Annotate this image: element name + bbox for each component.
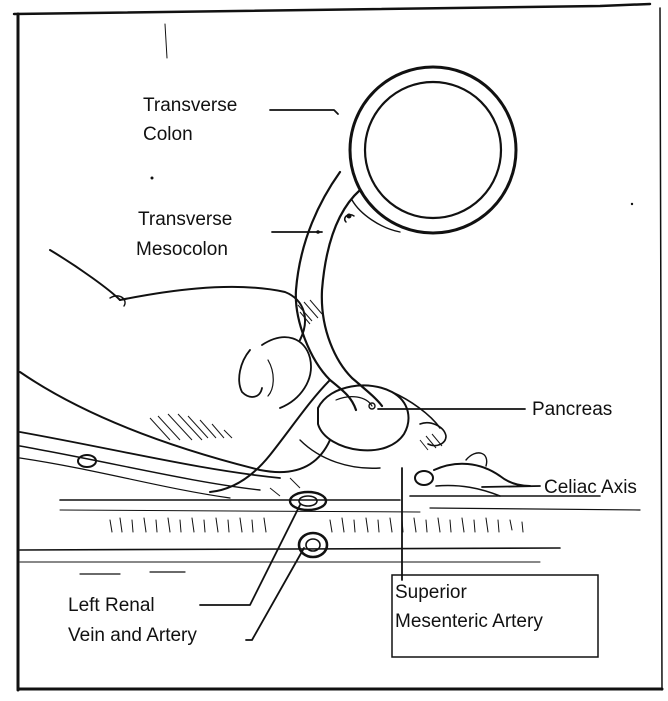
- label-celiac-axis: Celiac Axis: [544, 477, 637, 498]
- label-transverse-mesocolon-1: Transverse: [138, 209, 232, 230]
- transverse-colon: [350, 67, 516, 233]
- celiac-axis-vessel: [415, 453, 530, 496]
- label-sma-2: Mesenteric Artery: [395, 611, 543, 632]
- posterior-wall: [20, 432, 640, 574]
- label-left-renal-1: Left Renal: [68, 595, 155, 616]
- figure-frame: [14, 4, 662, 690]
- label-transverse-colon-2: Colon: [143, 124, 193, 145]
- label-left-renal-2: Vein and Artery: [68, 625, 197, 646]
- left-renal-vessels: [78, 455, 327, 557]
- label-transverse-mesocolon-2: Mesocolon: [136, 239, 228, 260]
- label-transverse-colon-1: Transverse: [143, 95, 237, 116]
- label-pancreas: Pancreas: [532, 399, 612, 420]
- label-sma-1: Superior: [395, 582, 467, 603]
- tissue-texture: [110, 518, 523, 532]
- mesocolon: [210, 172, 382, 492]
